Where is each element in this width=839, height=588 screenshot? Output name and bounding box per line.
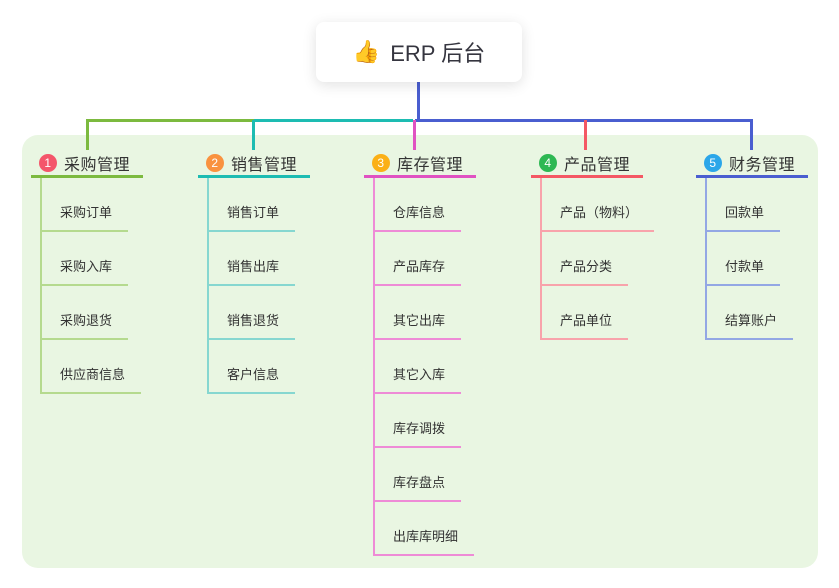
branch: 4 产品管理 产品（物料）产品分类产品单位 (531, 150, 655, 340)
bus-segment-2 (254, 119, 413, 122)
branch-index-badge: 5 (704, 153, 722, 172)
child-node[interactable]: 产品（物料） (542, 178, 655, 232)
branch-children: 回款单付款单结算账户 (705, 178, 808, 340)
branch-title-node[interactable]: 4 产品管理 (531, 150, 643, 178)
branch-label: 采购管理 (64, 156, 131, 174)
child-node[interactable]: 回款单 (707, 178, 781, 232)
child-node[interactable]: 销售订单 (209, 178, 296, 232)
branch-children: 产品（物料）产品分类产品单位 (540, 178, 655, 340)
branches-panel (22, 135, 818, 568)
child-node[interactable]: 客户信息 (209, 340, 296, 394)
child-node[interactable]: 产品单位 (542, 286, 629, 340)
branch-index-badge: 3 (372, 153, 390, 172)
branch: 2 销售管理 销售订单销售出库销售退货客户信息 (198, 150, 310, 394)
child-node[interactable]: 采购入库 (42, 232, 129, 286)
root-node[interactable]: 👍 ERP 后台 (316, 22, 522, 82)
branch-children: 采购订单采购入库采购退货供应商信息 (40, 178, 143, 394)
branch-title-node[interactable]: 5 财务管理 (696, 150, 808, 178)
bus-segment-1 (86, 119, 254, 122)
branch-title-node[interactable]: 2 销售管理 (198, 150, 310, 178)
child-node[interactable]: 库存盘点 (375, 448, 462, 502)
branch-children: 仓库信息产品库存其它出库其它入库库存调拨库存盘点出库库明细 (373, 178, 476, 556)
branch-label: 销售管理 (231, 156, 298, 174)
root-connector-line (417, 82, 420, 120)
child-node[interactable]: 出库库明细 (375, 502, 475, 556)
child-node[interactable]: 销售退货 (209, 286, 296, 340)
branch-drop-4 (584, 120, 587, 150)
child-node[interactable]: 仓库信息 (375, 178, 462, 232)
branch-children: 销售订单销售出库销售退货客户信息 (207, 178, 310, 394)
child-node[interactable]: 产品库存 (375, 232, 462, 286)
branch-index-badge: 1 (39, 153, 57, 172)
branch-title-node[interactable]: 1 采购管理 (31, 150, 143, 178)
branch-title-node[interactable]: 3 库存管理 (364, 150, 476, 178)
child-node[interactable]: 结算账户 (707, 286, 794, 340)
branch-drop-1 (86, 120, 89, 150)
child-node[interactable]: 其它出库 (375, 286, 462, 340)
child-node[interactable]: 库存调拨 (375, 394, 462, 448)
branch-drop-2 (252, 120, 255, 150)
branch-label: 库存管理 (397, 156, 464, 174)
child-node[interactable]: 其它入库 (375, 340, 462, 394)
thumbs-up-icon: 👍 (352, 39, 381, 64)
child-node[interactable]: 采购订单 (42, 178, 129, 232)
branch-label: 财务管理 (729, 156, 796, 174)
child-node[interactable]: 采购退货 (42, 286, 129, 340)
child-node[interactable]: 供应商信息 (42, 340, 142, 394)
branch: 3 库存管理 仓库信息产品库存其它出库其它入库库存调拨库存盘点出库库明细 (364, 150, 476, 556)
branch-index-badge: 4 (539, 153, 557, 172)
child-node[interactable]: 产品分类 (542, 232, 629, 286)
branch-drop-3 (413, 120, 416, 150)
branch-index-badge: 2 (206, 153, 224, 172)
branch-drop-5 (750, 120, 753, 150)
child-node[interactable]: 付款单 (707, 232, 781, 286)
branch-label: 产品管理 (564, 156, 631, 174)
branch: 1 采购管理 采购订单采购入库采购退货供应商信息 (31, 150, 143, 394)
child-node[interactable]: 销售出库 (209, 232, 296, 286)
root-label: ERP 后台 (390, 41, 486, 66)
branch: 5 财务管理 回款单付款单结算账户 (696, 150, 808, 340)
